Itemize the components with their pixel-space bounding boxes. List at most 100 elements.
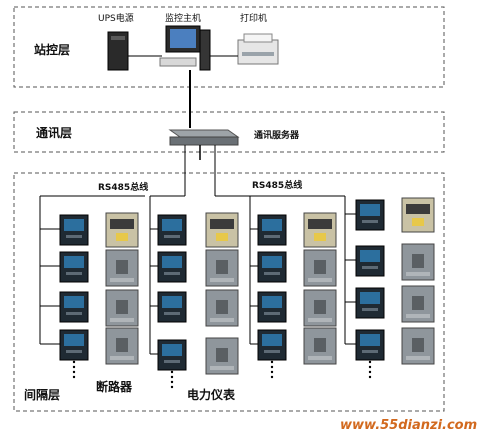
continuation-dot-1-3 (170, 385, 174, 389)
molded-case-breaker-terminals (308, 318, 332, 322)
molded-case-breaker-handle (216, 300, 228, 314)
air-circuit-breaker-icon (303, 212, 337, 248)
power-meter-keys (362, 220, 378, 223)
air-circuit-breaker-icon (205, 212, 239, 248)
molded-case-breaker-handle (412, 338, 424, 352)
continuation-dot-1-0 (170, 370, 174, 374)
air-circuit-breaker-panel (308, 219, 332, 229)
air-circuit-breaker-label (412, 218, 424, 226)
continuation-dot-2-1 (270, 365, 274, 369)
molded-case-breaker-handle (314, 260, 326, 274)
molded-case-breaker-handle (216, 348, 228, 362)
continuation-dot-2-0 (270, 360, 274, 364)
power-meter-screen (360, 292, 380, 304)
power-meter-keys (362, 266, 378, 269)
power-meter-screen (162, 219, 182, 231)
air-circuit-breaker-icon (105, 212, 139, 248)
continuation-dot-3-1 (368, 365, 372, 369)
comm-layer-label: 通讯层 (36, 126, 73, 140)
printer-label: 打印机 (240, 14, 268, 24)
molded-case-breaker-handle (116, 338, 128, 352)
power-meter-screen (162, 296, 182, 308)
molded-case-breaker-terminals (110, 356, 134, 360)
watermark: www.55dianzi.com (340, 418, 477, 433)
power-meter-keys (264, 272, 280, 275)
molded-case-breaker-terminals (406, 356, 430, 360)
power-meter-keys (362, 308, 378, 311)
host-tower-icon (199, 29, 211, 71)
air-circuit-breaker-label (216, 233, 228, 241)
power-meter-screen (360, 250, 380, 262)
comm-layer-frame (13, 111, 445, 153)
bay-layer-frame (13, 172, 445, 412)
air-circuit-breaker-icon (401, 197, 435, 233)
power-meter-keys (66, 350, 82, 353)
molded-case-breaker-handle (216, 260, 228, 274)
air-circuit-breaker-panel (210, 219, 234, 229)
molded-case-breaker-handle (314, 338, 326, 352)
molded-case-breaker-terminals (210, 366, 234, 370)
power-meter-screen (64, 334, 84, 346)
printer-tray-icon (243, 33, 273, 43)
continuation-dot-0-1 (72, 365, 76, 369)
air-circuit-breaker-panel (406, 204, 430, 214)
molded-case-breaker-handle (116, 300, 128, 314)
power-meter-keys (66, 272, 82, 275)
power-meter-keys (66, 235, 82, 238)
continuation-dot-1-2 (170, 380, 174, 384)
molded-case-breaker-handle (412, 254, 424, 268)
continuation-dot-2-2 (270, 370, 274, 374)
power-meter-screen (64, 256, 84, 268)
air-circuit-breaker-label (116, 233, 128, 241)
station-layer-label: 站控层 (34, 43, 71, 57)
rs485-bus-right-label: RS485总线 (252, 181, 303, 191)
power-meter-screen (360, 204, 380, 216)
molded-case-breaker-terminals (210, 278, 234, 282)
molded-case-breaker-terminals (110, 318, 134, 322)
molded-case-breaker-terminals (110, 278, 134, 282)
power-meter-keys (362, 350, 378, 353)
molded-case-breaker-terminals (406, 314, 430, 318)
server-icon (169, 136, 239, 146)
power-meter-keys (164, 235, 180, 238)
power-meter-screen (64, 219, 84, 231)
ups-label: UPS电源 (98, 14, 134, 24)
station-layer-frame (13, 6, 445, 88)
power-meter-keys (164, 360, 180, 363)
power-meter-screen (262, 296, 282, 308)
power-meter-keys (264, 312, 280, 315)
server-label: 通讯服务器 (254, 131, 300, 141)
continuation-dot-0-2 (72, 370, 76, 374)
molded-case-breaker-handle (412, 296, 424, 310)
molded-case-breaker-terminals (308, 356, 332, 360)
host-screen-icon (170, 29, 196, 48)
air-circuit-breaker-panel (110, 219, 134, 229)
molded-case-breaker-handle (116, 260, 128, 274)
bay-layer-label: 间隔层 (24, 388, 61, 402)
continuation-dot-3-3 (368, 375, 372, 379)
power-meter-keys (264, 235, 280, 238)
ups-icon (107, 31, 129, 71)
power-meter-screen (162, 344, 182, 356)
molded-case-breaker-terminals (406, 272, 430, 276)
power-meter-keys (66, 312, 82, 315)
diagram-canvas (13, 6, 445, 412)
breaker-label: 断路器 (96, 380, 133, 394)
power-meter-keys (264, 350, 280, 353)
air-circuit-breaker-label (314, 233, 326, 241)
continuation-dot-3-2 (368, 370, 372, 374)
molded-case-breaker-terminals (210, 318, 234, 322)
molded-case-breaker-handle (314, 300, 326, 314)
power-meter-screen (64, 296, 84, 308)
power-meter-screen (262, 334, 282, 346)
power-meter-screen (262, 219, 282, 231)
continuation-dot-0-0 (72, 360, 76, 364)
server-top-icon (168, 129, 240, 138)
meter-label: 电力仪表 (187, 388, 236, 402)
continuation-dot-1-1 (170, 375, 174, 379)
power-meter-keys (164, 312, 180, 315)
host-keyboard-icon (159, 57, 197, 67)
continuation-dot-2-3 (270, 375, 274, 379)
power-meter-keys (164, 272, 180, 275)
continuation-dot-3-0 (368, 360, 372, 364)
